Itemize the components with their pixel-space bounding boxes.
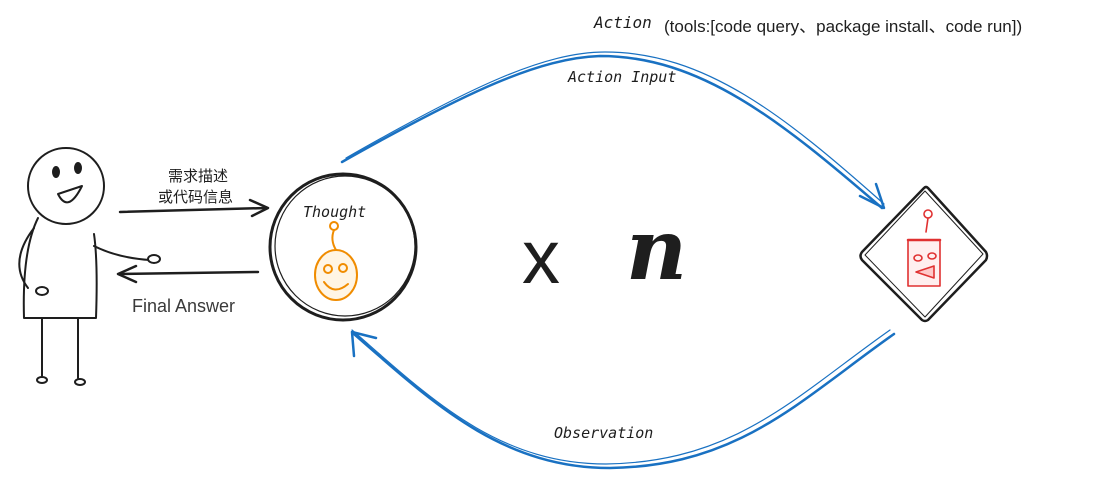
tool-node — [859, 185, 989, 323]
tool-robot-icon — [906, 209, 942, 287]
action-input-label: Action Input — [568, 68, 677, 86]
multiplier-x: x — [522, 215, 560, 300]
thought-node — [268, 172, 418, 322]
request-label-line2: 或代码信息 — [158, 189, 234, 206]
multiplier-n: n — [626, 200, 688, 299]
observation-arrow — [350, 329, 896, 470]
request-label-line1: 需求描述 — [168, 168, 229, 185]
request-arrow — [118, 198, 270, 218]
action-tools-label: (tools:[code query、package install、code … — [664, 17, 1023, 36]
action-label: Action — [594, 13, 652, 32]
final-answer-arrow — [116, 264, 260, 284]
thought-label: Thought — [303, 203, 367, 221]
user-figure-icon — [18, 147, 161, 386]
thinker-robot-icon — [314, 221, 358, 301]
final-answer-label: Final Answer — [132, 296, 236, 316]
observation-label: Observation — [554, 424, 654, 442]
action-arrow — [340, 51, 886, 210]
